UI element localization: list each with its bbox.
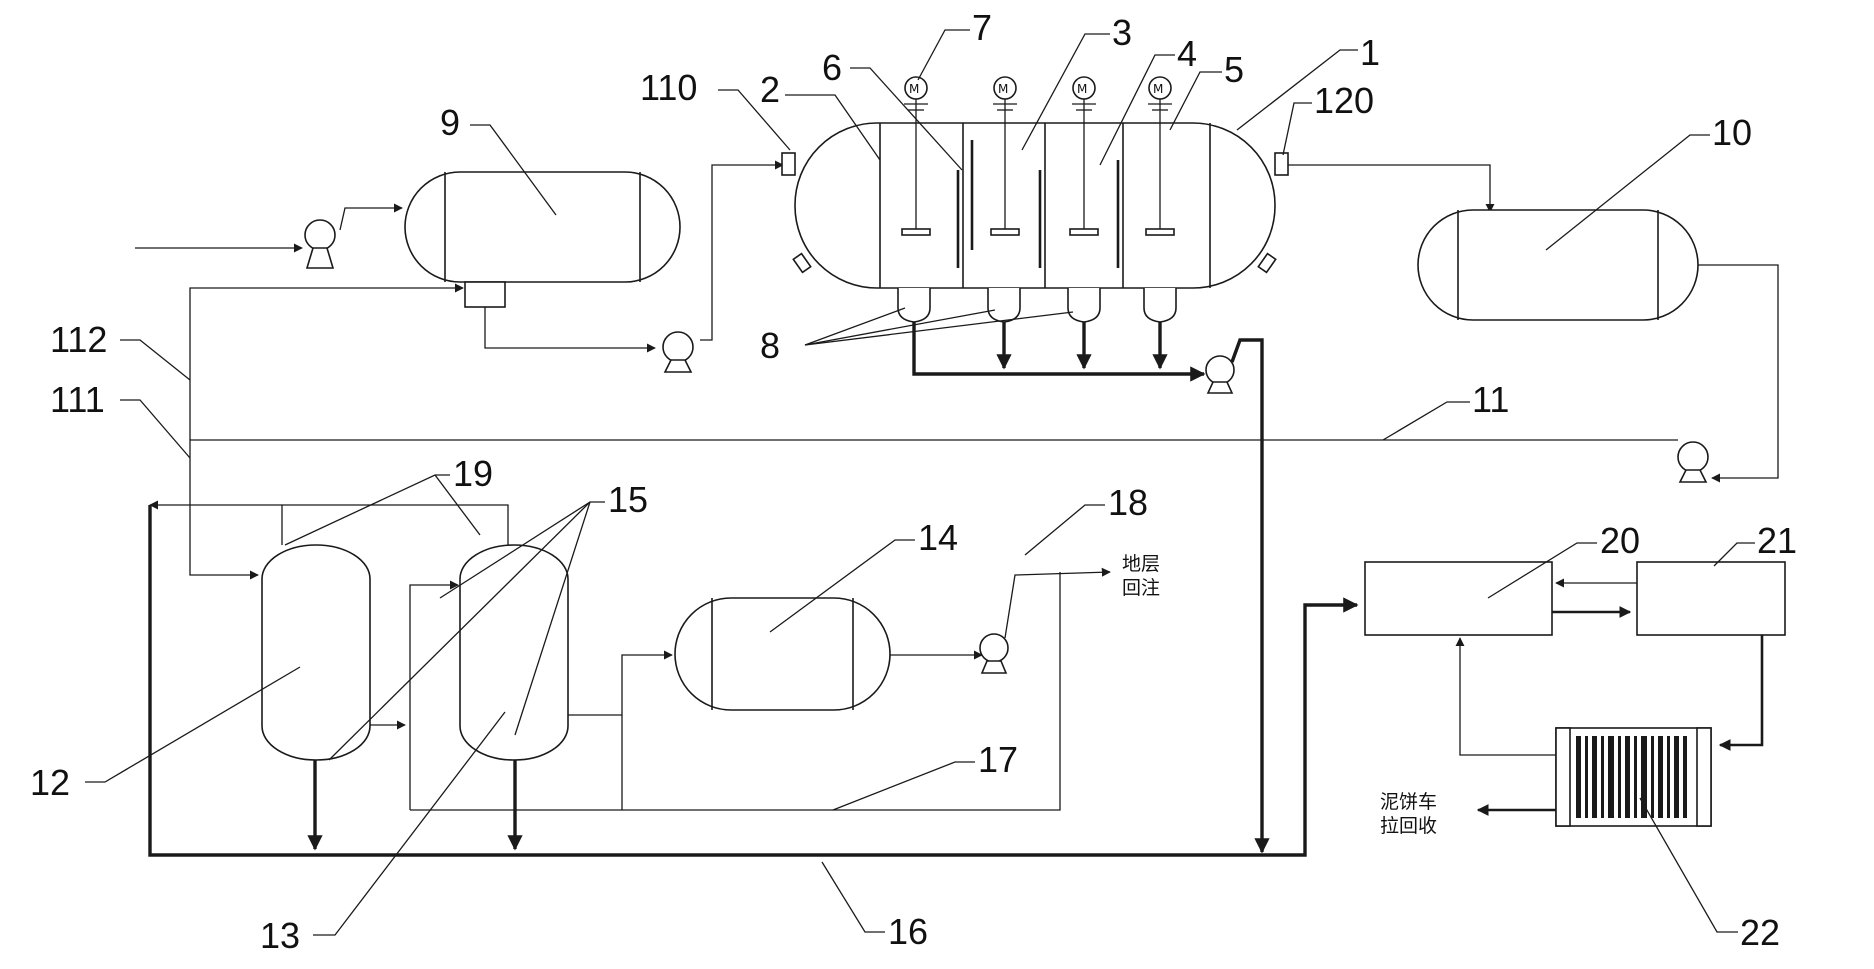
- tank-14: [674, 597, 891, 711]
- label-7: 7: [972, 7, 992, 48]
- backwash-top: [281, 504, 509, 545]
- tank9-to-reactor: [484, 160, 784, 353]
- press-plates: [1576, 736, 1687, 818]
- svg-text:M: M: [998, 82, 1008, 96]
- filter13-to-tank14: [568, 650, 673, 716]
- 22-to-20: [1455, 637, 1556, 756]
- tank-9: [404, 171, 681, 308]
- label-6: 6: [822, 47, 842, 88]
- label-18: 18: [1108, 482, 1148, 523]
- pump-return: [1677, 441, 1709, 483]
- filter-12: [261, 544, 371, 761]
- label-4: 4: [1177, 33, 1197, 74]
- svg-text:M: M: [909, 82, 919, 96]
- note-cake-2: 拉回收: [1380, 815, 1437, 837]
- label-10: 10: [1712, 112, 1752, 153]
- svg-text:M: M: [1153, 82, 1163, 96]
- sludge-hoppers: [897, 288, 1177, 323]
- label-110: 110: [640, 67, 697, 108]
- pump-sludge: [1205, 355, 1235, 394]
- label-13: 13: [260, 915, 300, 956]
- label-17: 17: [978, 739, 1018, 780]
- label-16: 16: [888, 911, 928, 952]
- tank10-outlet: [1698, 264, 1779, 483]
- label-19: 19: [453, 453, 493, 494]
- label-12: 12: [30, 762, 70, 803]
- label-15: 15: [608, 479, 648, 520]
- sludge-lines: [912, 322, 1270, 854]
- reactor-to-tank10: [1288, 164, 1495, 213]
- line-17: [410, 572, 1061, 811]
- agitator-1: M: [901, 76, 931, 236]
- agitators: M M M M: [901, 76, 1175, 236]
- line-16: [148, 505, 1359, 857]
- pump-feed: [304, 219, 336, 269]
- unit-21: [1636, 561, 1786, 636]
- reactor-1: [781, 122, 1289, 289]
- label-9: 9: [440, 102, 460, 143]
- label-2: 2: [760, 69, 780, 110]
- tank-10: [1417, 209, 1699, 321]
- label-14: 14: [918, 517, 958, 558]
- agitator-2: M: [990, 76, 1020, 236]
- 21-to-22: [1718, 635, 1764, 751]
- filter-bypass-17: [409, 580, 459, 810]
- leader-8: [804, 307, 1074, 346]
- label-5: 5: [1224, 49, 1244, 90]
- filter-press-22: [1555, 727, 1712, 827]
- note-reinjection-2: 回注: [1122, 577, 1160, 599]
- agitator-4: M: [1145, 76, 1175, 236]
- note-reinjection-1: 地层: [1122, 553, 1160, 575]
- unit-20: [1364, 561, 1553, 636]
- pump-reactor-feed: [662, 331, 694, 373]
- line-11: [189, 439, 1678, 580]
- leader-lines: [85, 29, 1755, 936]
- label-22: 22: [1740, 912, 1780, 953]
- label-112: 112: [50, 319, 107, 360]
- line-112: [189, 283, 464, 440]
- reinjection-line-18: [1004, 567, 1111, 639]
- label-120: 120: [1314, 80, 1374, 121]
- label-21: 21: [1757, 520, 1797, 561]
- note-cake-1: 泥饼车: [1380, 791, 1437, 813]
- feed-inlet: [135, 203, 403, 253]
- agitator-3: M: [1069, 76, 1099, 236]
- label-3: 3: [1112, 12, 1132, 53]
- reference-numbers: 1 2 3 4 5 6 7 8 9 10 11 12 13 14 15 16 1…: [30, 7, 1797, 956]
- svg-text:M: M: [1077, 82, 1087, 96]
- label-8: 8: [760, 325, 780, 366]
- label-20: 20: [1600, 520, 1640, 561]
- pump-reinjection: [979, 633, 1009, 674]
- label-111: 111: [50, 379, 105, 420]
- label-11: 11: [1472, 379, 1509, 420]
- label-1: 1: [1360, 32, 1380, 73]
